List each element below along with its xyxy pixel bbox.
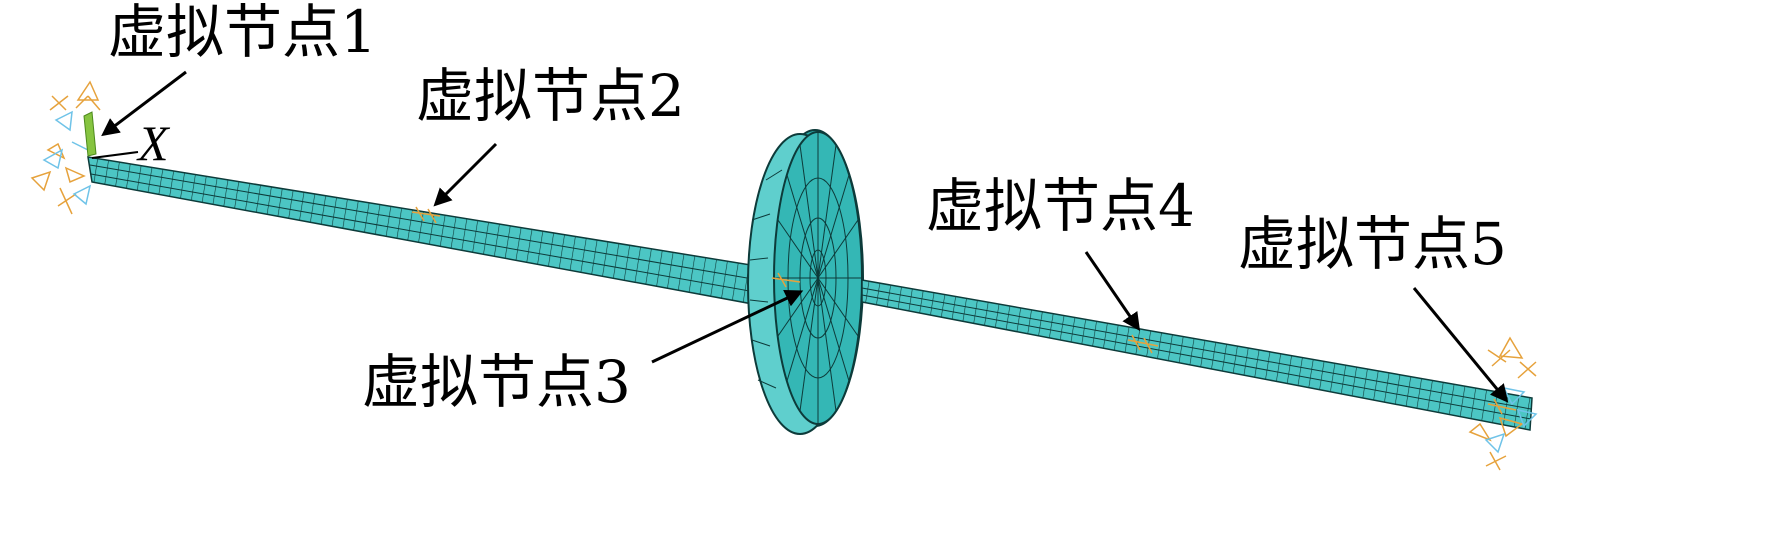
arrow-pointer-icon [1412, 287, 1509, 403]
label-node-5: 虚拟节点5 [1238, 210, 1507, 278]
arrow-pointer-icon [101, 70, 187, 137]
label-node-3: 虚拟节点3 [362, 348, 631, 416]
node-markers [411, 206, 1517, 415]
axis-label: X [136, 115, 171, 171]
arrow-pointer-icon [651, 290, 804, 364]
left-constraint-icon [30, 80, 101, 215]
label-node-1: 虚拟节点1 [108, 0, 377, 66]
shaft-right [861, 279, 1533, 431]
arrow-pointer-icon [433, 142, 498, 207]
shaft-left [87, 156, 856, 323]
label-node-4: 虚拟节点4 [926, 172, 1195, 240]
leader-arrows [101, 70, 1509, 403]
arrow-pointer-icon [1084, 251, 1141, 331]
label-node-2: 虚拟节点2 [416, 62, 685, 130]
axis-indicator: X [91, 115, 171, 171]
disk [747, 129, 864, 435]
